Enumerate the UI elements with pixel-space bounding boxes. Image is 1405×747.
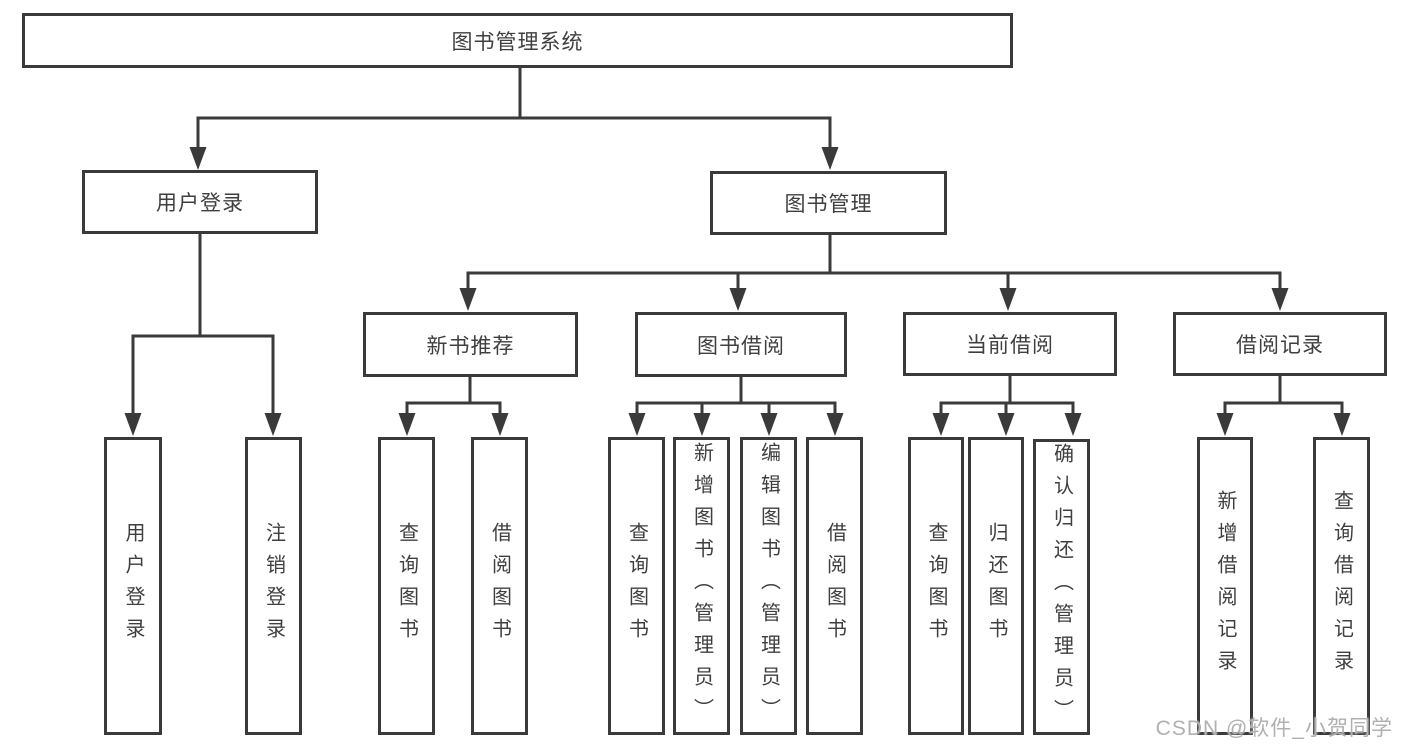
leaf-query-borrow-record: 查询借阅记录 [1313,437,1370,735]
leaf-query-books-borrow-label: 查询图书 [625,522,648,650]
leaf-add-borrow-record: 新增借阅记录 [1197,437,1253,735]
node-new-book-recommend: 新书推荐 [363,312,578,377]
edges-book-management-to-level3 [459,235,1289,311]
leaf-user-login-label: 用户登录 [122,522,144,650]
leaf-query-borrow-record-label: 查询借阅记录 [1330,490,1353,682]
node-borrow-records: 借阅记录 [1173,312,1387,376]
leaf-return-books-label: 归还图书 [985,522,1007,650]
leaf-query-books-current-label: 查询图书 [925,522,947,650]
node-root: 图书管理系统 [22,13,1013,68]
leaf-confirm-return-admin: 确认归还（管理员） [1033,439,1090,735]
leaf-borrow-books-borrow: 借阅图书 [806,437,863,735]
node-current-borrow: 当前借阅 [903,312,1117,376]
leaf-query-books-recommend: 查询图书 [378,437,435,735]
leaf-return-books: 归还图书 [968,437,1024,735]
leaf-query-books-borrow: 查询图书 [608,437,665,735]
leaf-logout-login-label: 注销登录 [262,522,285,650]
edges-current-borrow-to-leaves [932,376,1082,436]
leaf-logout-login: 注销登录 [245,437,302,735]
leaf-add-books-admin-label: 新增图书（管理员） [690,442,713,730]
edges-new-book-recommend-to-leaves [398,377,509,436]
leaf-query-books-current: 查询图书 [908,437,964,735]
node-book-borrow: 图书借阅 [635,312,847,377]
leaf-confirm-return-admin-label: 确认归还（管理员） [1050,443,1073,731]
leaf-edit-books-admin-label: 编辑图书（管理员） [757,442,780,730]
leaf-add-books-admin: 新增图书（管理员） [673,437,730,735]
node-book-management: 图书管理 [710,171,947,235]
leaf-add-borrow-record-label: 新增借阅记录 [1214,490,1236,682]
leaf-query-books-recommend-label: 查询图书 [395,522,418,650]
leaf-borrow-books-recommend: 借阅图书 [471,437,528,735]
edges-borrow-records-to-leaves [1216,376,1351,436]
edges-book-borrow-to-leaves [628,377,844,436]
node-user-login: 用户登录 [82,170,318,234]
leaf-borrow-books-recommend-label: 借阅图书 [488,522,511,650]
edges-user-login-to-leaves [124,233,282,436]
leaf-edit-books-admin: 编辑图书（管理员） [740,437,797,735]
edges-root-to-level2 [189,68,839,170]
leaf-user-login: 用户登录 [104,437,162,735]
leaf-borrow-books-borrow-label: 借阅图书 [823,522,846,650]
